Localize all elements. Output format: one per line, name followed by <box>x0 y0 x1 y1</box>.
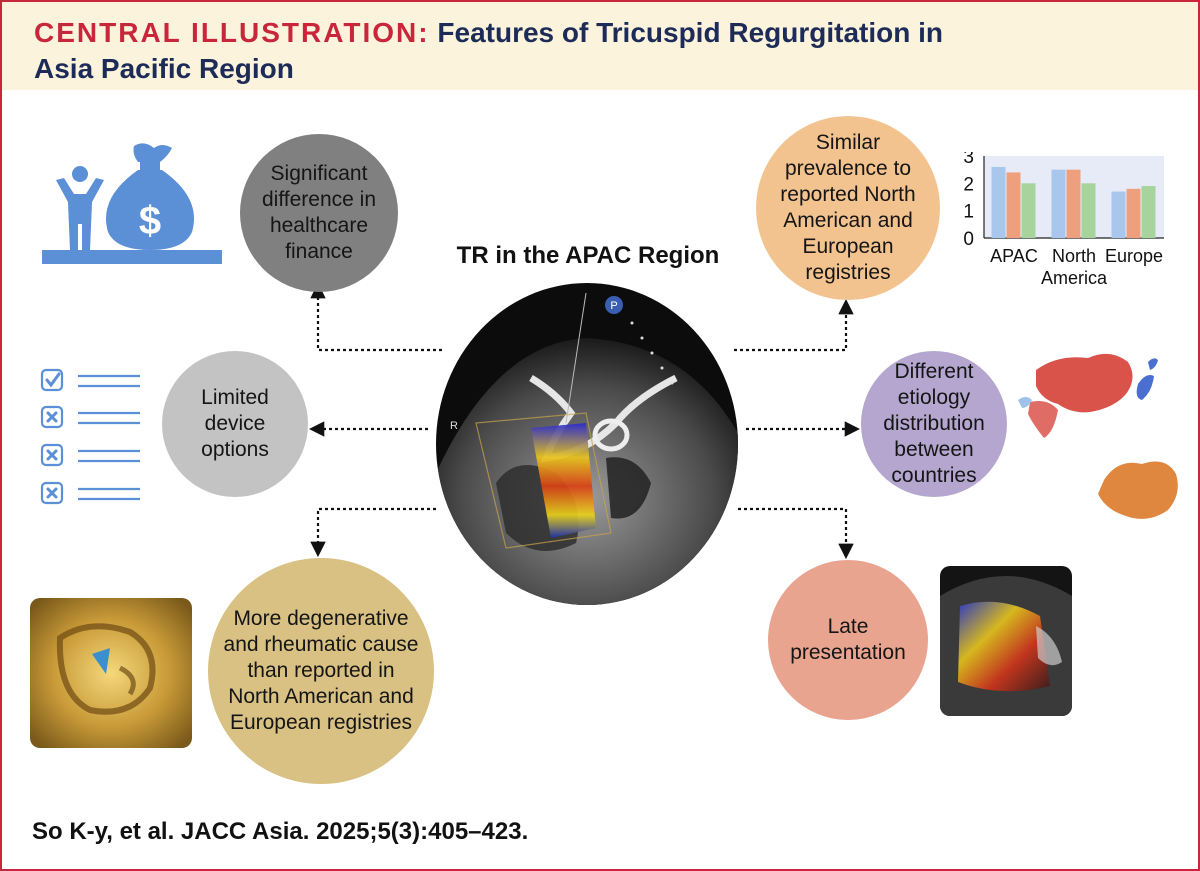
echocardiogram-image: P R <box>436 283 738 605</box>
bar <box>1111 191 1126 238</box>
finance-circle: Significant difference in healthcare fin… <box>240 134 398 292</box>
late-circle: Late presentation <box>768 560 928 720</box>
degenerative-text: More degenerative and rheumatic cause th… <box>223 607 419 734</box>
central-illustration-label: CENTRAL ILLUSTRATION: <box>34 17 430 48</box>
money-bag-icon: $ <box>42 140 224 266</box>
bar <box>1066 169 1081 238</box>
title-line-1: CENTRAL ILLUSTRATION: Features of Tricus… <box>34 16 943 50</box>
x-tick-label: Europe <box>1105 246 1163 266</box>
probe-label: P <box>610 300 617 312</box>
title-line-2: Asia Pacific Region <box>34 53 294 84</box>
checklist-icon <box>40 366 144 508</box>
late-text: Late presentation <box>790 615 906 664</box>
etiology-text: Different etiology distribution between … <box>883 360 985 487</box>
y-tick-label: 1 <box>963 202 974 223</box>
device-text: Limited device options <box>201 386 269 461</box>
bar <box>1051 169 1066 238</box>
bar <box>1081 183 1096 238</box>
prevalence-text: Similar prevalence to reported North Ame… <box>780 131 916 284</box>
x-icon <box>46 411 58 423</box>
center-title: TR in the APAC Region <box>456 242 720 269</box>
svg-text:$: $ <box>139 199 161 243</box>
y-tick-label: 2 <box>963 174 974 195</box>
doppler-echo-image <box>940 566 1072 716</box>
orientation-marker: R <box>450 420 458 432</box>
echo-graphic: P R <box>436 292 738 605</box>
prevalence-circle: Similar prevalence to reported North Ame… <box>756 116 940 300</box>
x-tick-label: America <box>1041 268 1108 288</box>
x-tick-label: APAC <box>990 246 1038 266</box>
header-banner: CENTRAL ILLUSTRATION: Features of Tricus… <box>2 2 1198 90</box>
bar <box>991 166 1006 238</box>
degenerative-circle: More degenerative and rheumatic cause th… <box>208 558 434 784</box>
etiology-circle: Different etiology distribution between … <box>861 351 1007 497</box>
3d-valve-image <box>30 598 192 748</box>
bar <box>1126 188 1141 238</box>
asia-pacific-map-icon <box>1018 342 1186 528</box>
title-text-1: Features of Tricuspid Regurgitation in <box>437 17 943 48</box>
bar <box>1141 186 1156 238</box>
check-icon <box>45 372 61 388</box>
device-circle: Limited device options <box>162 351 308 497</box>
x-icon <box>46 487 58 499</box>
citation: So K-y, et al. JACC Asia. 2025;5(3):405–… <box>32 818 529 845</box>
x-tick-label: North <box>1052 246 1096 266</box>
y-tick-label: 0 <box>963 229 974 250</box>
x-icon <box>46 449 58 461</box>
y-tick-label: 3 <box>963 152 974 168</box>
bar <box>1021 183 1036 238</box>
bar <box>1006 172 1021 238</box>
finance-text: Significant difference in healthcare fin… <box>261 162 377 263</box>
